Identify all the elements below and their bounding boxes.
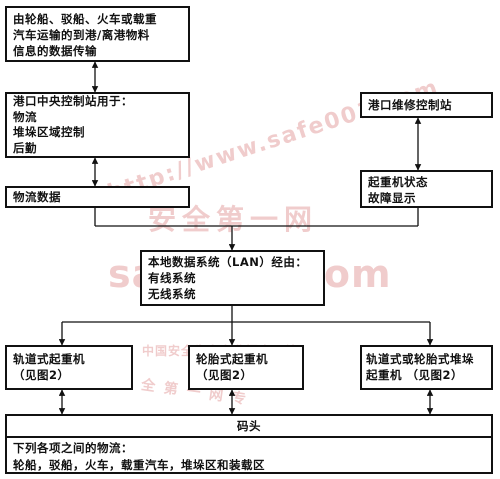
wharf-line-2: 轮船，驳船，火车，载重汽车，堆垛区和装载区 [13,458,265,472]
wharf-box: 码头 下列各项之间的物流： 轮船，驳船，火车，载重汽车，堆垛区和装载区 [5,414,493,474]
wharf-line-1: 下列各项之间的物流： [13,441,133,455]
tyre-crane-box: 轮胎式起重机 （见图2） [188,345,304,390]
central-item-stacking: 堆垛区域控制 [13,125,85,139]
central-item-logistics: 物流 [13,109,37,124]
source-data-box: 由轮船、驳船、火车或载重 汽车运输的到港/离港物料 信息的数据传输 [5,6,190,62]
rail-tyre-stacker-box: 轨道式或轮胎式堆垛 起重机 （见图2） [360,345,493,390]
rail-crane-line-1: 轨道式起重机 [13,352,85,366]
source-line-2: 汽车运输的到港/离港物料 [13,28,150,42]
source-line-3: 信息的数据传输 [13,44,97,58]
maintenance-title: 港口维修控制站 [368,98,452,112]
lan-item-wireless: 无线系统 [148,287,196,301]
lan-item-wired: 有线系统 [148,271,196,285]
lan-box: 本地数据系统（LAN）经由： 有线系统 无线系统 [140,250,325,306]
wharf-title: 码头 [7,416,491,438]
tyre-crane-line-1: 轮胎式起重机 [196,352,268,366]
rail-crane-box: 轨道式起重机 （见图2） [5,345,133,390]
lan-title: 本地数据系统（LAN）经由： [148,255,308,269]
central-control-box: 港口中央控制站用于： 物流 堆垛区域控制 后勤 [5,92,190,158]
crane-status-line-2: 故障显示 [368,191,416,205]
crane-status-line-1: 起重机状态 [368,175,428,189]
stacker-line-2: 起重机 （见图2） [366,368,464,382]
stacker-line-1: 轨道式或轮胎式堆垛 [366,352,474,366]
logistics-data-box: 物流数据 [5,186,190,208]
tyre-crane-line-2: （见图2） [196,368,253,382]
logistics-title: 物流数据 [13,190,61,204]
maintenance-station-box: 港口维修控制站 [360,92,493,118]
crane-status-box: 起重机状态 故障显示 [360,170,493,208]
source-line-1: 由轮船、驳船、火车或载重 [13,12,157,26]
rail-crane-line-2: （见图2） [13,368,70,382]
central-item-support: 后勤 [13,140,37,155]
central-title: 港口中央控制站用于： [13,94,133,108]
